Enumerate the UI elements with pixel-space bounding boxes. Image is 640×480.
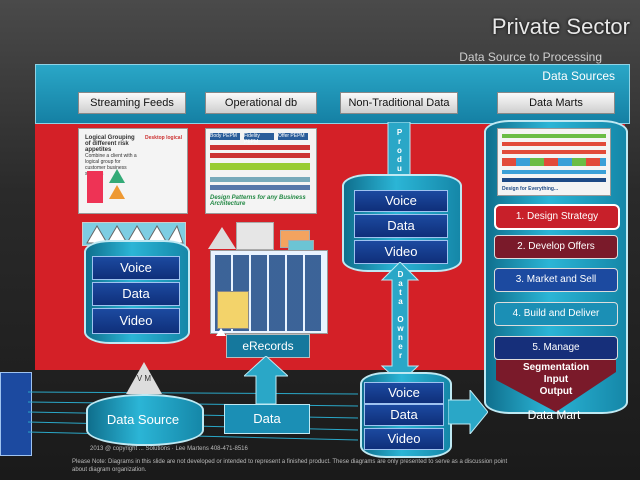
thumb2-bar — [210, 177, 310, 182]
thumb2-tab: Offer PEPM — [278, 133, 308, 140]
band-video: Video — [364, 428, 444, 450]
thumb2-footer: Design Patterns for any Business Archite… — [210, 195, 306, 207]
flow-bar — [502, 142, 606, 146]
thumb4-caption: Design for Everything... — [502, 186, 559, 192]
records-grid — [210, 250, 328, 334]
records-yellow-card — [217, 291, 249, 329]
thumb2-bar — [210, 153, 310, 158]
page-subtitle: Data Source to Processing — [459, 50, 602, 64]
thumbnail-logical-grouping: Logical Grouping of different risk appet… — [78, 128, 188, 214]
thumbnail-process-flow: Design for Everything... — [497, 128, 611, 196]
segmentation-label: Segmentation Input Output — [506, 362, 606, 398]
column-data-marts[interactable]: Data Marts — [497, 92, 615, 114]
footer-copyright: 2013 @ copyright ... Solutions · Lee Mar… — [90, 446, 248, 452]
flow-bar — [502, 170, 606, 174]
input-line: Input — [543, 374, 569, 385]
flow-bar — [502, 134, 606, 138]
menu-item-build-and-deliver[interactable]: 4. Build and Deliver — [494, 302, 618, 326]
vm-label: V M — [136, 374, 152, 383]
output-line: Output — [539, 386, 573, 397]
thumb1-shape — [87, 171, 103, 203]
data-mart-label: Data Mart — [527, 408, 581, 422]
band-voice: Voice — [92, 256, 180, 280]
gray-triangle-shape — [208, 227, 236, 249]
data-owner-text: Data Owner — [396, 270, 405, 360]
gray-square-shape — [236, 222, 274, 250]
band-video: Video — [92, 308, 180, 334]
warning-icon — [216, 328, 226, 336]
column-streaming-feeds[interactable]: Streaming Feeds — [78, 92, 186, 114]
segmentation-shape — [496, 360, 616, 412]
producer-label: Producer — [392, 128, 406, 203]
up-arrow-icon — [244, 356, 288, 404]
left-server-block — [0, 372, 32, 456]
band-data: Data — [92, 282, 180, 306]
footer-note: Please Note: Diagrams in this slide are … — [72, 459, 508, 473]
band-data: Data — [364, 404, 444, 426]
data-source-label: Data Source — [106, 412, 180, 427]
band-data: Data — [354, 214, 448, 238]
thumb2-tab: Fidelity PEPM — [244, 133, 274, 145]
column-non-traditional-data[interactable]: Non-Traditional Data — [340, 92, 458, 114]
thumb2-bar — [210, 185, 310, 190]
right-arrow-icon — [448, 390, 488, 434]
data-source-cylinder[interactable] — [86, 394, 204, 446]
erecords-label[interactable]: eRecords — [226, 334, 310, 358]
thumb2-bar — [210, 145, 310, 150]
thumb1-triangle — [109, 185, 125, 199]
band-video: Video — [354, 240, 448, 264]
producer-text: Producer — [395, 128, 404, 200]
thumb2-bar — [210, 163, 310, 170]
data-owner-label: Data Owner — [393, 270, 407, 363]
thumb2-tab: Body PEPM — [210, 133, 240, 140]
segmentation-line: Segmentation — [522, 362, 590, 373]
menu-item-develop-offers[interactable]: 2. Develop Offers — [494, 235, 618, 259]
flow-bar — [502, 178, 606, 182]
flow-steps — [502, 158, 606, 166]
menu-item-market-and-sell[interactable]: 3. Market and Sell — [494, 268, 618, 292]
thumb1-triangle — [109, 169, 125, 183]
data-box[interactable]: Data — [224, 404, 310, 434]
column-operational-db[interactable]: Operational db — [205, 92, 317, 114]
thumb1-side: Desktop logical — [145, 135, 182, 141]
band-voice: Voice — [354, 190, 448, 212]
vm-triangle — [126, 362, 162, 394]
thumb1-heading: Logical Grouping of different risk appet… — [85, 135, 135, 153]
menu-item-manage[interactable]: 5. Manage — [494, 336, 618, 360]
flow-bar — [502, 150, 606, 154]
thumbnail-design-patterns: Body PEPM Fidelity PEPM Offer PEPM Desig… — [205, 128, 317, 214]
menu-item-design-strategy[interactable]: 1. Design Strategy — [494, 204, 620, 230]
band-voice: Voice — [364, 382, 444, 404]
page-title: Private Sector — [491, 14, 630, 39]
data-sources-label: Data Sources — [542, 69, 615, 83]
